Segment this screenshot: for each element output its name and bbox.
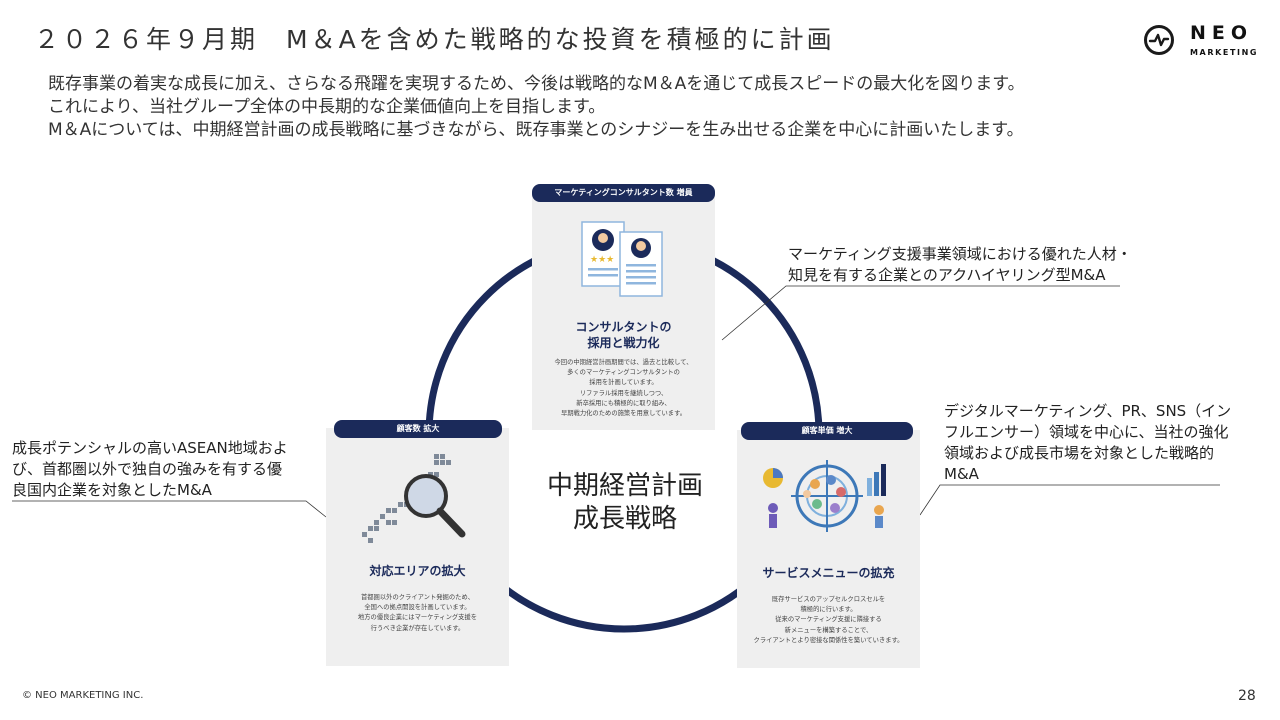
card-body-line: 新卒採用にも積極的に取り組み、 — [576, 399, 671, 407]
card-description: 首都圏以外のクライアント発掘のため、 全国への拠点開設を計画しています。 地方の… — [326, 593, 509, 634]
card-description: 今回の中期経営計画期間では、過去と比較して、 多くのマーケティングコンサルタント… — [532, 358, 715, 419]
card-body-line: 積極的に行います。 — [800, 606, 857, 614]
neo-marketing-logo: NEO MARKETING — [1144, 22, 1256, 62]
card-consultant: マーケティングコンサルタント数 増員 ★★★ コンサルタントの 採用と戦力化 今… — [532, 184, 715, 430]
card-title-line: 採用と戦力化 — [587, 336, 660, 350]
card-body-line: 早期戦力化のための施策を用意しています。 — [560, 410, 687, 418]
card-body-line: 多くのマーケティングコンサルタントの — [567, 369, 680, 377]
card-service-expansion: 顧客単価 増大 サービスメニューの拡充 既存サービスのアップセルクロスセルを 積… — [737, 422, 920, 668]
note-line: 良国内企業を対象としたM&A — [12, 481, 212, 499]
card-title: 対応エリアの拡大 — [369, 564, 466, 578]
target-people-icon — [763, 460, 886, 532]
note-asean: 成長ポテンシャルの高いASEAN地域およ び、首都圏以外で独自の強みを有する優 … — [12, 438, 288, 501]
card-title-line: コンサルタントの — [575, 320, 672, 334]
card-body-line: リファラル採用を継続しつつ、 — [579, 389, 668, 397]
card-label: 顧客単価 増大 — [741, 422, 913, 440]
logo-subtext: MARKETING — [1190, 48, 1259, 57]
note-line: マーケティング支援事業領域における優れた人材・ — [788, 245, 1132, 263]
card-title: サービスメニューの拡充 — [762, 566, 895, 580]
logo-wordmark: NEO — [1190, 22, 1254, 44]
card-body-line: 採用を計画しています。 — [589, 379, 658, 387]
center-label: 中期経営計画 成長戦略 — [530, 470, 720, 536]
intro-paragraph: 既存事業の着実な成長に加え、さらなる飛躍を実現するため、今後は戦略的なM＆Aを通… — [48, 73, 1025, 142]
connector-line-top-right — [721, 285, 1120, 341]
card-body-line: 行うべき企業が存在しています。 — [370, 624, 465, 632]
card-body-line: 既存サービスのアップセルクロスセルを — [771, 596, 886, 603]
page-number: 28 — [1238, 688, 1256, 704]
note-digital-marketing: デジタルマーケティング、PR、SNS（イン フルエンサー）領域を中心に、当社の強… — [944, 401, 1231, 485]
card-body-line: 新メニューを構築することで、 — [784, 626, 873, 634]
connector-line-right — [919, 484, 1220, 516]
note-line: フルエンサー）領域を中心に、当社の強化 — [944, 423, 1229, 441]
note-line: デジタルマーケティング、PR、SNS（イン — [944, 402, 1232, 420]
note-acquihire: マーケティング支援事業領域における優れた人材・ 知見を有する企業とのアクハイヤリ… — [788, 244, 1132, 286]
japan-map-magnifier-icon — [362, 454, 466, 543]
connector-line-left — [12, 500, 327, 518]
logo-pulse-icon — [1144, 25, 1174, 55]
note-line: 知見を有する企業とのアクハイヤリング型M&A — [788, 266, 1106, 284]
intro-line: 既存事業の着実な成長に加え、さらなる飛躍を実現するため、今後は戦略的なM＆Aを通… — [48, 74, 1025, 94]
copyright-footer: © NEO MARKETING INC. — [22, 690, 144, 701]
intro-line: M＆Aについては、中期経営計画の成長戦略に基づきながら、既存事業とのシナジーを生… — [48, 120, 1024, 140]
note-line: M&A — [944, 465, 979, 483]
card-body-line: 全国への拠点開設を計画しています。 — [364, 604, 471, 612]
card-label: マーケティングコンサルタント数 増員 — [532, 184, 715, 202]
center-label-line: 中期経営計画 — [546, 471, 703, 501]
center-label-line: 成長戦略 — [572, 504, 677, 534]
card-body-line: クライアントとより密接な関係性を築いていきます。 — [753, 636, 904, 644]
card-title: コンサルタントの 採用と戦力化 — [532, 319, 715, 351]
note-line: び、首都圏以外で独自の強みを有する優 — [12, 460, 283, 478]
card-description: 既存サービスのアップセルクロスセルを 積極的に行います。 従来のマーケティング支… — [737, 595, 920, 646]
card-body-line: 地方の優良企業にはマーケティング支援を — [357, 614, 478, 622]
svg-text:★★★: ★★★ — [590, 255, 614, 265]
card-body-line: 首都圏以外のクライアント発掘のため、 — [360, 594, 475, 601]
resume-profile-icon: ★★★ — [581, 221, 663, 297]
page-title: ２０２６年９月期 M＆Aを含めた戦略的な投資を積極的に計画 — [34, 25, 835, 54]
card-label: 顧客数 拡大 — [334, 420, 502, 438]
card-body-line: 従来のマーケティング支援に隣接する — [775, 616, 882, 624]
note-line: 領域および成長市場を対象とした戦略的 — [944, 444, 1215, 462]
card-body-line: 今回の中期経営計画期間では、過去と比較して、 — [554, 359, 693, 366]
card-area-expansion: 顧客数 拡大 対応エリアの拡大 首都圏以外のクライアント発掘のため、 全国への拠… — [326, 420, 509, 666]
intro-line: これにより、当社グループ全体の中長期的な企業価値向上を目指します。 — [48, 97, 606, 117]
note-line: 成長ポテンシャルの高いASEAN地域およ — [12, 439, 288, 457]
